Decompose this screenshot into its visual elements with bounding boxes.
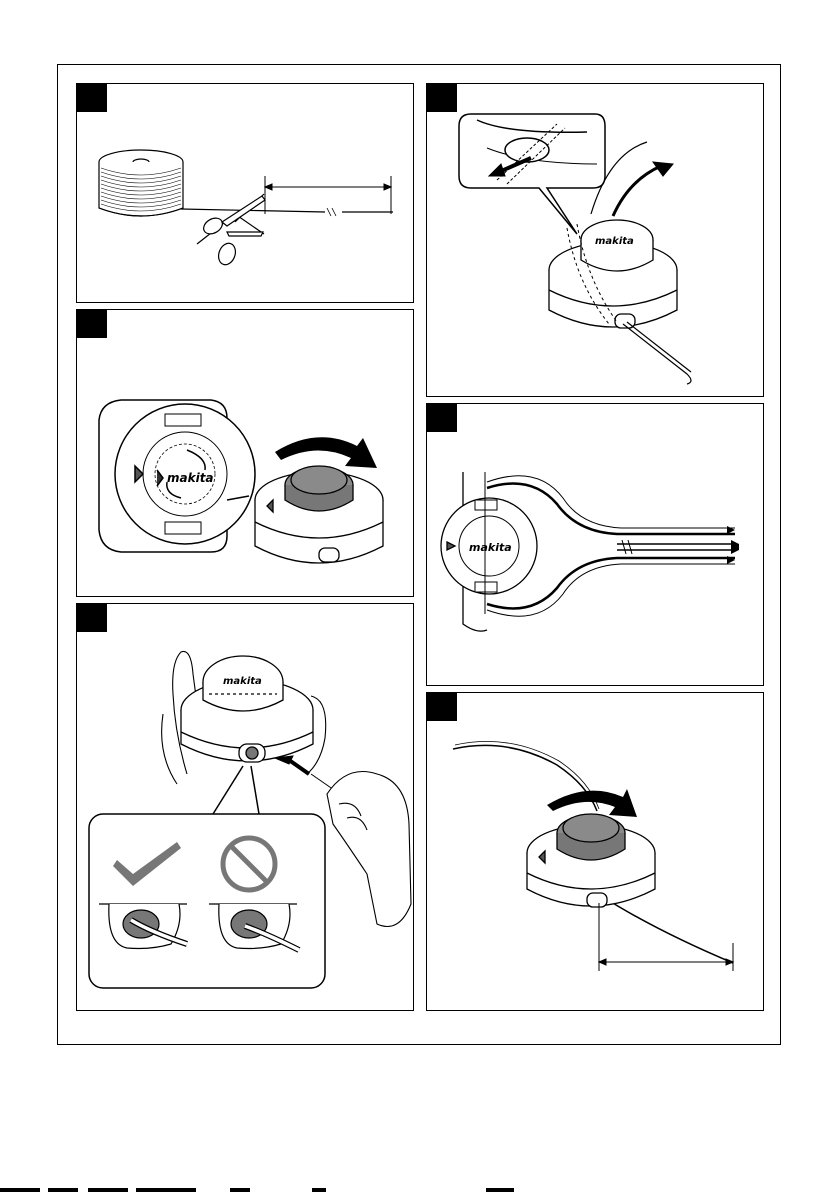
insert-arrow bbox=[275, 756, 337, 792]
panel-fig6 bbox=[426, 692, 764, 1011]
trimmer-head-icon bbox=[255, 466, 383, 563]
trimmer-head-icon bbox=[527, 814, 655, 907]
clockwise-rotation-arrow bbox=[547, 789, 637, 817]
zoom-inset bbox=[459, 114, 605, 234]
length-dimension bbox=[265, 176, 391, 214]
length-dimension bbox=[599, 903, 733, 971]
panel-fig2: makita bbox=[76, 309, 414, 597]
panel-fig3: makita bbox=[76, 603, 414, 1011]
clockwise-rotation-arrow bbox=[275, 437, 377, 468]
panel-fig1 bbox=[76, 83, 414, 303]
trimmer-head-icon bbox=[181, 656, 313, 762]
head-rotate-illustration: makita bbox=[77, 310, 414, 597]
spool-cutting-illustration bbox=[77, 84, 414, 303]
line-fold-illustration: makita bbox=[427, 404, 764, 686]
makita-logo: makita bbox=[595, 236, 634, 247]
makita-logo: makita bbox=[223, 676, 262, 687]
right-hand-icon bbox=[327, 772, 411, 927]
panel-fig5: makita bbox=[426, 403, 764, 686]
panel-fig4: makita bbox=[426, 83, 764, 397]
hands-insert-illustration: makita bbox=[77, 604, 414, 1011]
wind-and-measure-illustration bbox=[427, 693, 764, 1011]
scissors-icon bbox=[197, 194, 265, 267]
line-through-head-illustration: makita bbox=[427, 84, 764, 397]
makita-logo: makita bbox=[167, 471, 214, 485]
cropped-footer-text bbox=[0, 1186, 840, 1192]
makita-logo: makita bbox=[469, 541, 512, 554]
